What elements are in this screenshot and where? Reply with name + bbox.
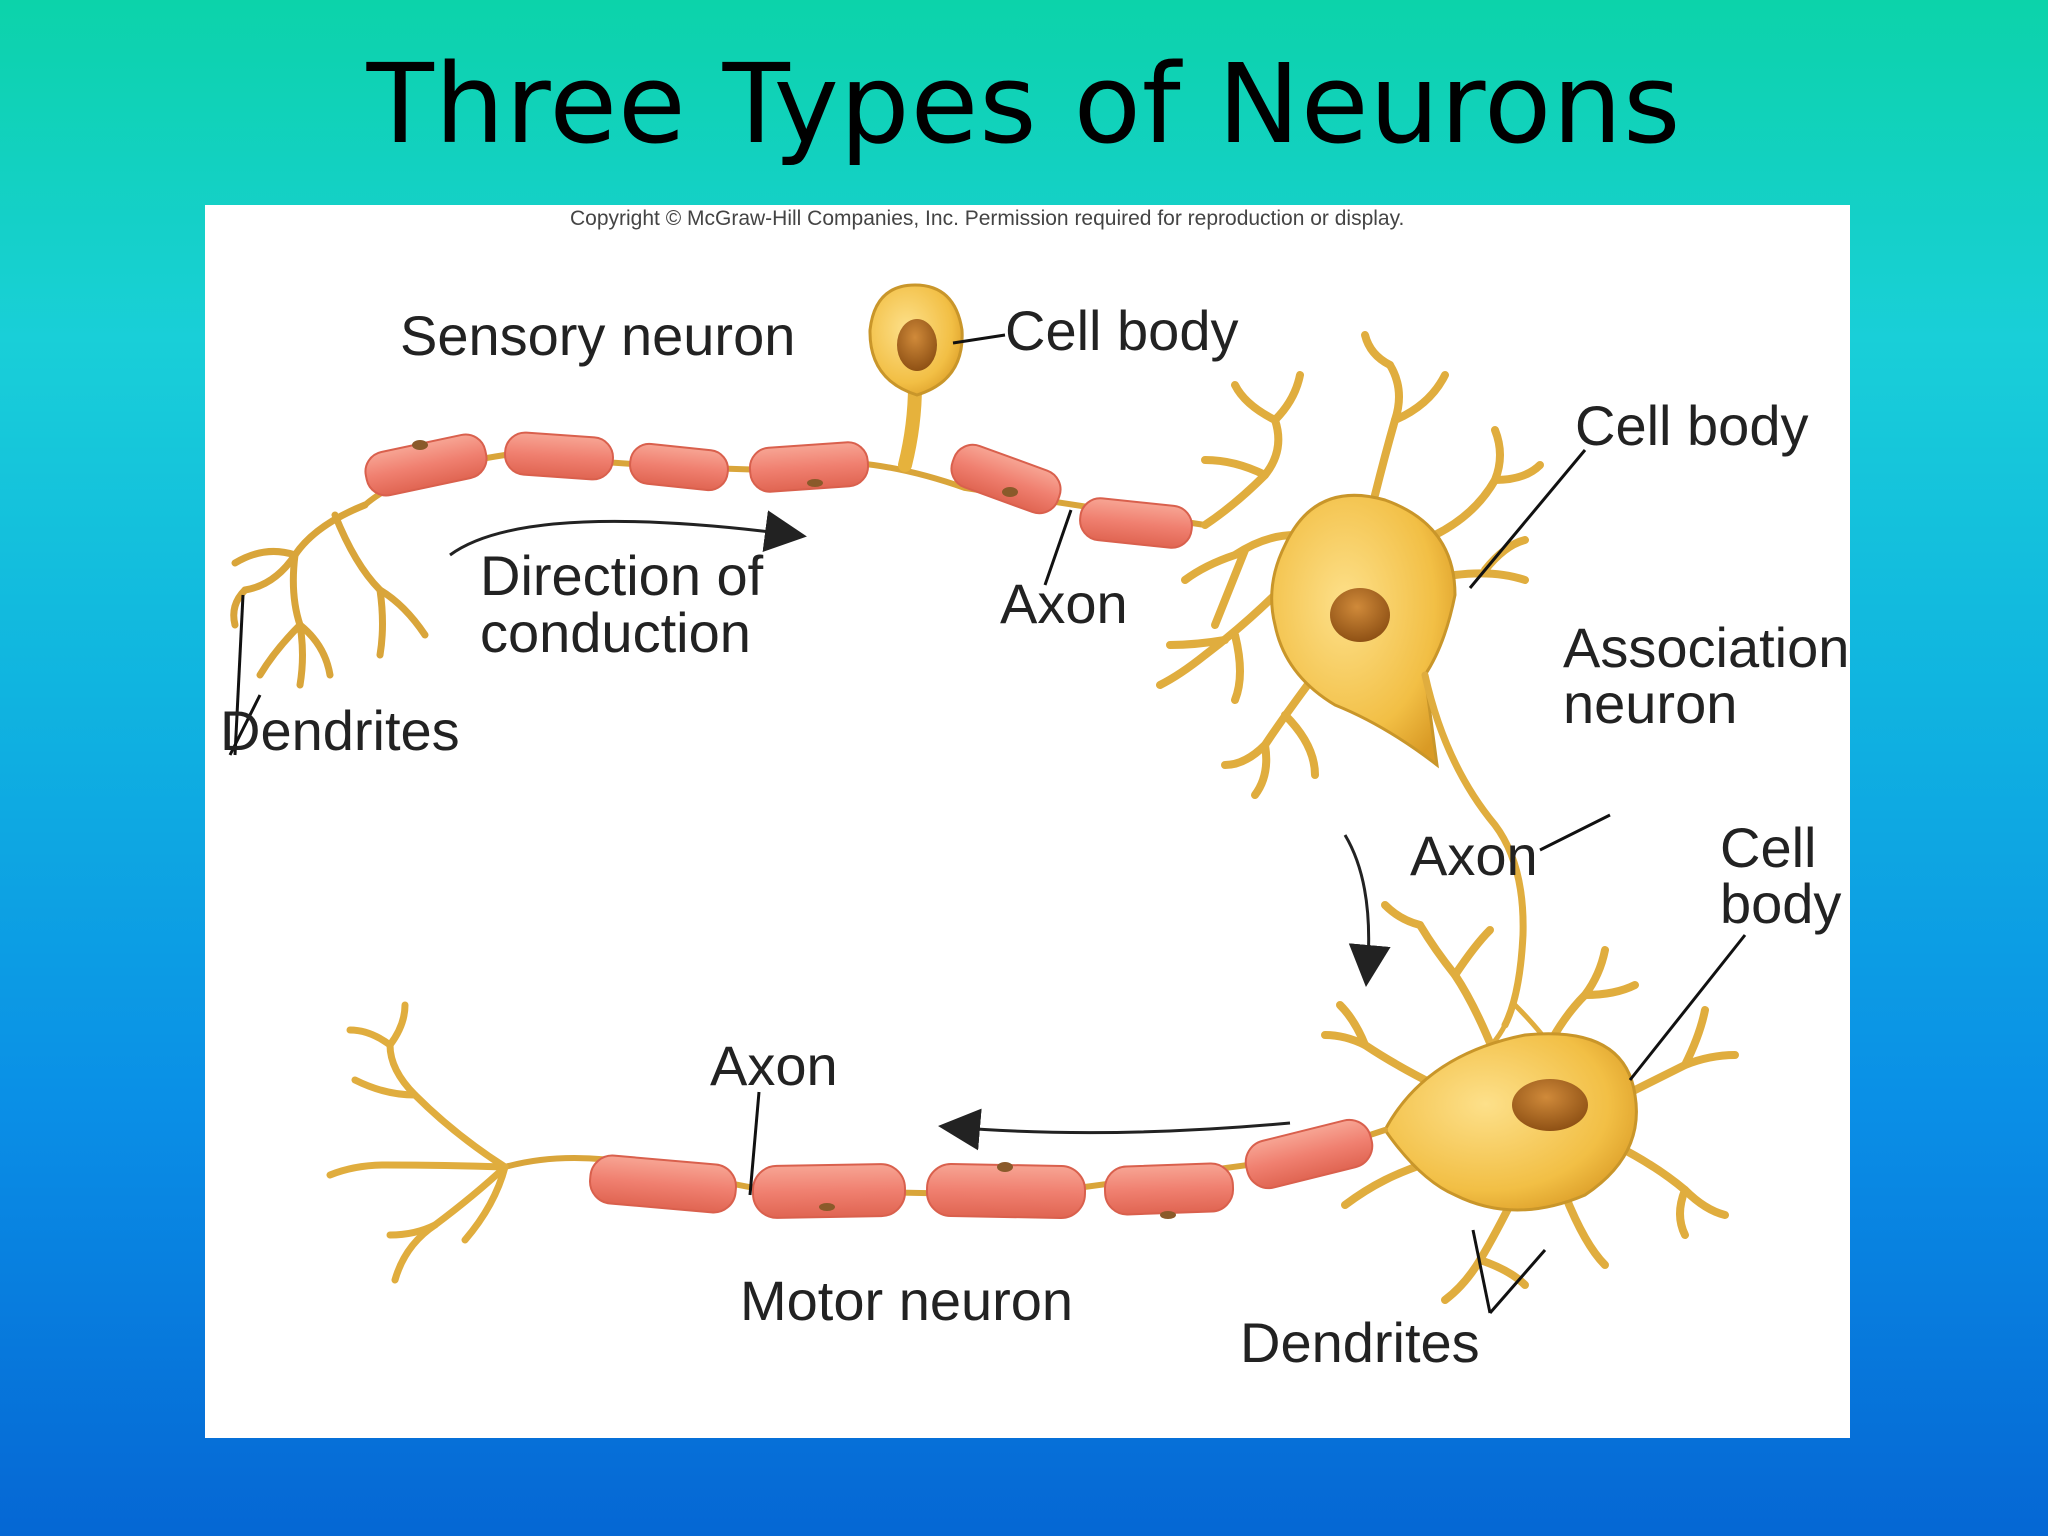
label-cell-body-motor-line2: body: [1720, 872, 1841, 935]
conduction-arrows: [449, 510, 1391, 1151]
label-axon-sensory: Axon: [1000, 572, 1128, 635]
neuron-diagram: Copyright © McGraw-Hill Companies, Inc. …: [220, 207, 1849, 1374]
schwann-nuclei: [412, 440, 1018, 497]
motor-myelin-sheath: [589, 1118, 1374, 1219]
label-dendrites-motor: Dendrites: [1240, 1311, 1480, 1374]
neuron-diagram-panel: Copyright © McGraw-Hill Companies, Inc. …: [205, 205, 1850, 1438]
label-axon-association: Axon: [1410, 824, 1538, 887]
sensory-dendrites: [230, 501, 429, 689]
association-neuron: [1156, 331, 1553, 1063]
label-sensory-neuron: Sensory neuron: [400, 304, 795, 367]
label-cell-body-association: Cell body: [1575, 394, 1808, 457]
label-leader-lines: [228, 333, 1747, 1314]
copyright-notice: Copyright © McGraw-Hill Companies, Inc. …: [570, 207, 1404, 230]
conduction-arrow-top: [449, 510, 807, 557]
conduction-arrow-right: [1343, 834, 1391, 987]
label-cell-body-motor-line1: Cell: [1720, 816, 1816, 879]
label-motor-neuron: Motor neuron: [740, 1269, 1073, 1332]
label-cell-body-sensory: Cell body: [1005, 299, 1238, 362]
association-dendrites: [1156, 331, 1544, 799]
label-association-line2: neuron: [1563, 672, 1737, 735]
label-association-line1: Association: [1563, 616, 1849, 679]
sensory-cell-body: [868, 283, 964, 397]
motor-axon-terminals: [326, 1001, 509, 1284]
conduction-arrow-bottom: [938, 1108, 1291, 1151]
label-axon-motor: Axon: [710, 1034, 838, 1097]
label-dendrites-sensory: Dendrites: [220, 699, 460, 762]
label-direction-line2: conduction: [480, 601, 751, 664]
slide-title: Three Types of Neurons: [366, 40, 1682, 168]
label-direction-line1: Direction of: [480, 544, 764, 607]
motor-neuron: [326, 901, 1739, 1304]
